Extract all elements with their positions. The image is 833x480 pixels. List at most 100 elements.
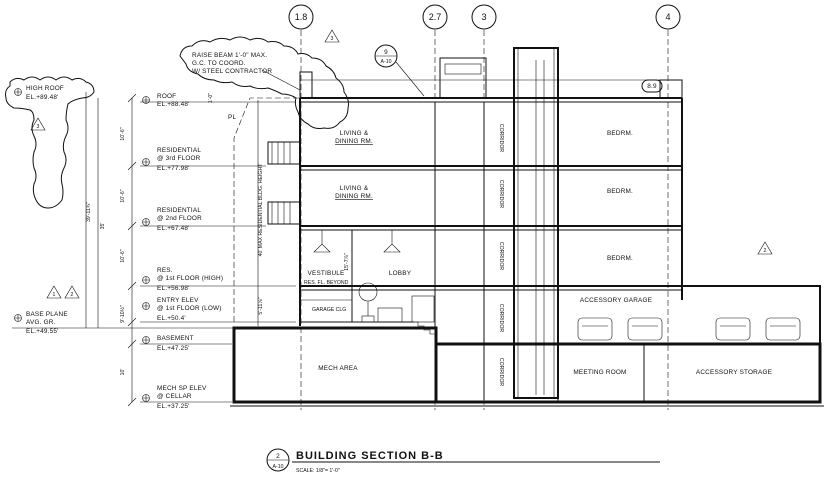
- level-3rd-name2: @ 3rd FLOOR: [157, 155, 201, 162]
- detail-callout-9-num: 9: [384, 49, 388, 56]
- room-living-3-line1: LIVING &: [340, 130, 369, 137]
- level-1st-high-name: RES.: [157, 267, 173, 274]
- note-pl: PL: [228, 114, 236, 121]
- corridor-label-cellar: CORRIDOR: [498, 358, 504, 386]
- room-mech-area: MECH AREA: [318, 365, 358, 372]
- dim-roof-offset: 1'-0": [208, 93, 214, 103]
- svg-text:1: 1: [53, 292, 56, 298]
- level-1st-high-name2: @ 1st FLOOR (HIGH): [157, 275, 223, 282]
- svg-text:3: 3: [37, 124, 40, 130]
- note-beam-3: W/ STEEL CONTRACTOR: [192, 68, 272, 75]
- notes: RAISE BEAM 1'-0" MAX. G.C. TO COORD. W/ …: [192, 44, 663, 121]
- level-2nd-name: RESIDENTIAL: [157, 207, 201, 214]
- dim-overall: 35': [100, 223, 106, 230]
- building-structure: [230, 47, 824, 407]
- level-roof-name: ROOF: [157, 93, 176, 100]
- grid-bubble-4: [655, 4, 681, 30]
- level-high-roof-name: HIGH ROOF: [26, 85, 64, 92]
- accessory-garage: [557, 285, 821, 345]
- note-beam-1: RAISE BEAM 1'-0" MAX.: [192, 52, 267, 59]
- stair-tower: [513, 47, 559, 399]
- level-roof-elev: EL.+88.48': [157, 101, 190, 108]
- level-3rd-name: RESIDENTIAL: [157, 147, 201, 154]
- dim-entry-step: 5'-11⅞": [258, 297, 264, 314]
- room-garage-clg: GARAGE CLG: [312, 307, 346, 313]
- room-bedrm-1: BEDRM.: [607, 255, 633, 262]
- parapet-left: [299, 71, 313, 99]
- detail-callout-9-sheet: A-10: [381, 59, 392, 65]
- level-markers: HIGH ROOF EL.+89.48' ROOF EL.+88.48' RES…: [12, 85, 296, 410]
- level-3rd-elev: EL.+77.98': [157, 165, 190, 172]
- dim-3rd-2nd: 10'-6": [120, 189, 126, 202]
- level-basement-elev: EL.+47.25': [157, 345, 190, 352]
- dim-max-height-note: 40' MAX RESIDENTIAL BLDG. HEIGHT: [258, 163, 264, 257]
- room-living-2-line1: LIVING &: [340, 185, 369, 192]
- room-vestibule: VESTIBULE: [308, 270, 345, 277]
- level-cellar-name2: @ CELLAR: [157, 393, 192, 400]
- room-living-2-line2: DINING RM.: [335, 193, 373, 200]
- bench: [377, 307, 403, 323]
- level-high-roof-elev: EL.+89.48': [26, 94, 59, 101]
- room-bedrm-3: BEDRM.: [607, 130, 633, 137]
- grid-bubble-3: [471, 4, 497, 30]
- dim-base-cellar: 10': [120, 369, 126, 376]
- corridor-label-entry: CORRIDOR: [498, 304, 504, 332]
- level-base-plane-elev: EL.+49.55': [26, 328, 59, 335]
- drawing-title: 2 A-10 BUILDING SECTION B-B SCALE: 1/8"=…: [266, 448, 660, 474]
- grid-label-3: 3: [481, 12, 486, 22]
- room-accessory-storage: ACCESSORY STORAGE: [696, 369, 772, 376]
- svg-text:3: 3: [331, 36, 334, 42]
- level-2nd-elev: EL.+67.48': [157, 225, 190, 232]
- revision-triangle-1: [46, 285, 62, 299]
- revision-triangle-2-right: [757, 241, 773, 255]
- corridor-label-3: CORRIDOR: [498, 124, 504, 152]
- title-detail-sheet: A-10: [273, 464, 284, 470]
- level-base-plane-name: BASE PLANE: [26, 311, 68, 318]
- room-living-3-line2: DINING RM.: [335, 138, 373, 145]
- revision-cloud-left: [5, 76, 95, 209]
- dim-1st-base: 9'-10½": [119, 305, 126, 323]
- balconies: [267, 141, 301, 225]
- level-entry-name2: @ 1st FLOOR (LOW): [157, 305, 222, 312]
- tag-8-9-text: 8.9: [647, 83, 657, 90]
- revision-triangle-3-left: [30, 117, 46, 131]
- grid-label-4: 4: [665, 12, 670, 22]
- parapet-right: [659, 79, 683, 99]
- grid-label-1-8: 1.8: [295, 12, 308, 22]
- dimension-lines: 10'-6" 10'-6" 10'-6" 9'-10½" 10' 35' 39'…: [85, 92, 350, 407]
- dim-2nd-1st: 10'-6": [120, 249, 126, 262]
- note-beam-2: G.C. TO COORD.: [192, 60, 246, 67]
- revision-triangles: 3 3 2 1 2: [30, 29, 773, 299]
- drawing-title-text: BUILDING SECTION B-B: [296, 450, 444, 462]
- level-cellar-name: MECH SP ELEV: [157, 385, 207, 392]
- room-accessory-garage: ACCESSORY GARAGE: [580, 297, 652, 304]
- dim-high-roof: 39'-11¾": [86, 202, 92, 222]
- level-base-plane-name2: AVG. GR.: [26, 319, 56, 326]
- tag-8-9: [641, 79, 663, 93]
- level-entry-name: ENTRY ELEV: [157, 297, 199, 304]
- roof-bulkhead: [439, 57, 487, 99]
- cellar-box: [434, 342, 822, 404]
- pendant-light-1: [313, 230, 331, 253]
- level-basement-name: BASEMENT: [157, 335, 194, 342]
- grid-label-2-7: 2.7: [429, 12, 442, 22]
- level-2nd-name2: @ 2nd FLOOR: [157, 215, 202, 222]
- svg-text:2: 2: [764, 248, 767, 254]
- revision-clouds: [5, 36, 349, 209]
- corridor-label-2: CORRIDOR: [498, 180, 504, 208]
- grid-bubble-1-8: [288, 4, 314, 30]
- height-envelope: [233, 97, 300, 322]
- title-detail-number: 2: [276, 453, 280, 460]
- corridor-label-1: CORRIDOR: [498, 242, 504, 270]
- room-res-fl-beyond: RES. FL. BEYOND: [304, 280, 349, 286]
- svg-text:2: 2: [71, 292, 74, 298]
- revision-triangle-3-top: [324, 29, 340, 43]
- cars: [577, 317, 801, 341]
- room-labels: LIVING & DINING RM. LIVING & DINING RM. …: [304, 124, 772, 386]
- grid-bubble-2-7: [422, 4, 448, 30]
- room-bedrm-2: BEDRM.: [607, 188, 633, 195]
- level-1st-high-elev: EL.+56.98': [157, 285, 190, 292]
- level-cellar-elev: EL.+37.25': [157, 403, 190, 410]
- room-meeting-room: MEETING ROOM: [573, 369, 626, 376]
